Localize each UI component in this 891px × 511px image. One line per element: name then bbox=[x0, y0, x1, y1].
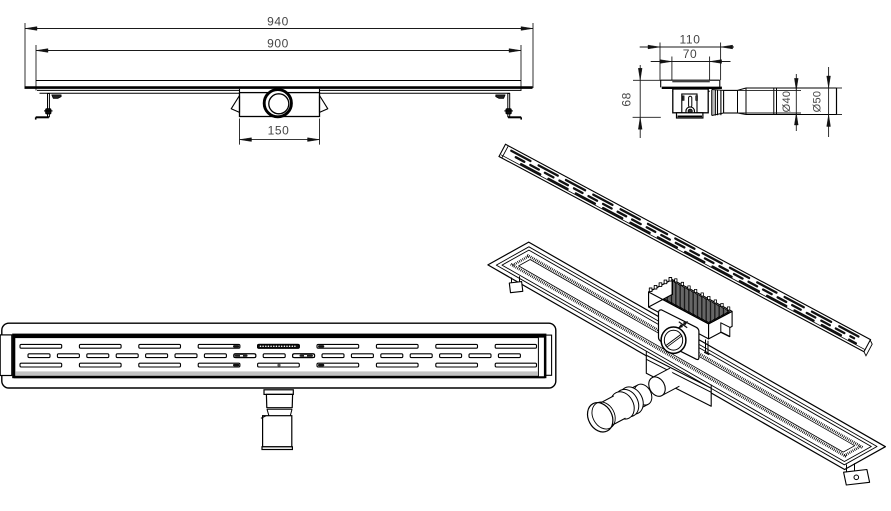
svg-text:Ø50: Ø50 bbox=[812, 91, 824, 113]
svg-text:150: 150 bbox=[268, 124, 290, 138]
svg-text:Ø40: Ø40 bbox=[781, 91, 793, 113]
svg-text:70: 70 bbox=[683, 47, 698, 61]
svg-text:940: 940 bbox=[267, 15, 289, 29]
svg-text:110: 110 bbox=[680, 33, 701, 47]
svg-text:900: 900 bbox=[267, 37, 289, 51]
svg-text:68: 68 bbox=[620, 92, 634, 107]
